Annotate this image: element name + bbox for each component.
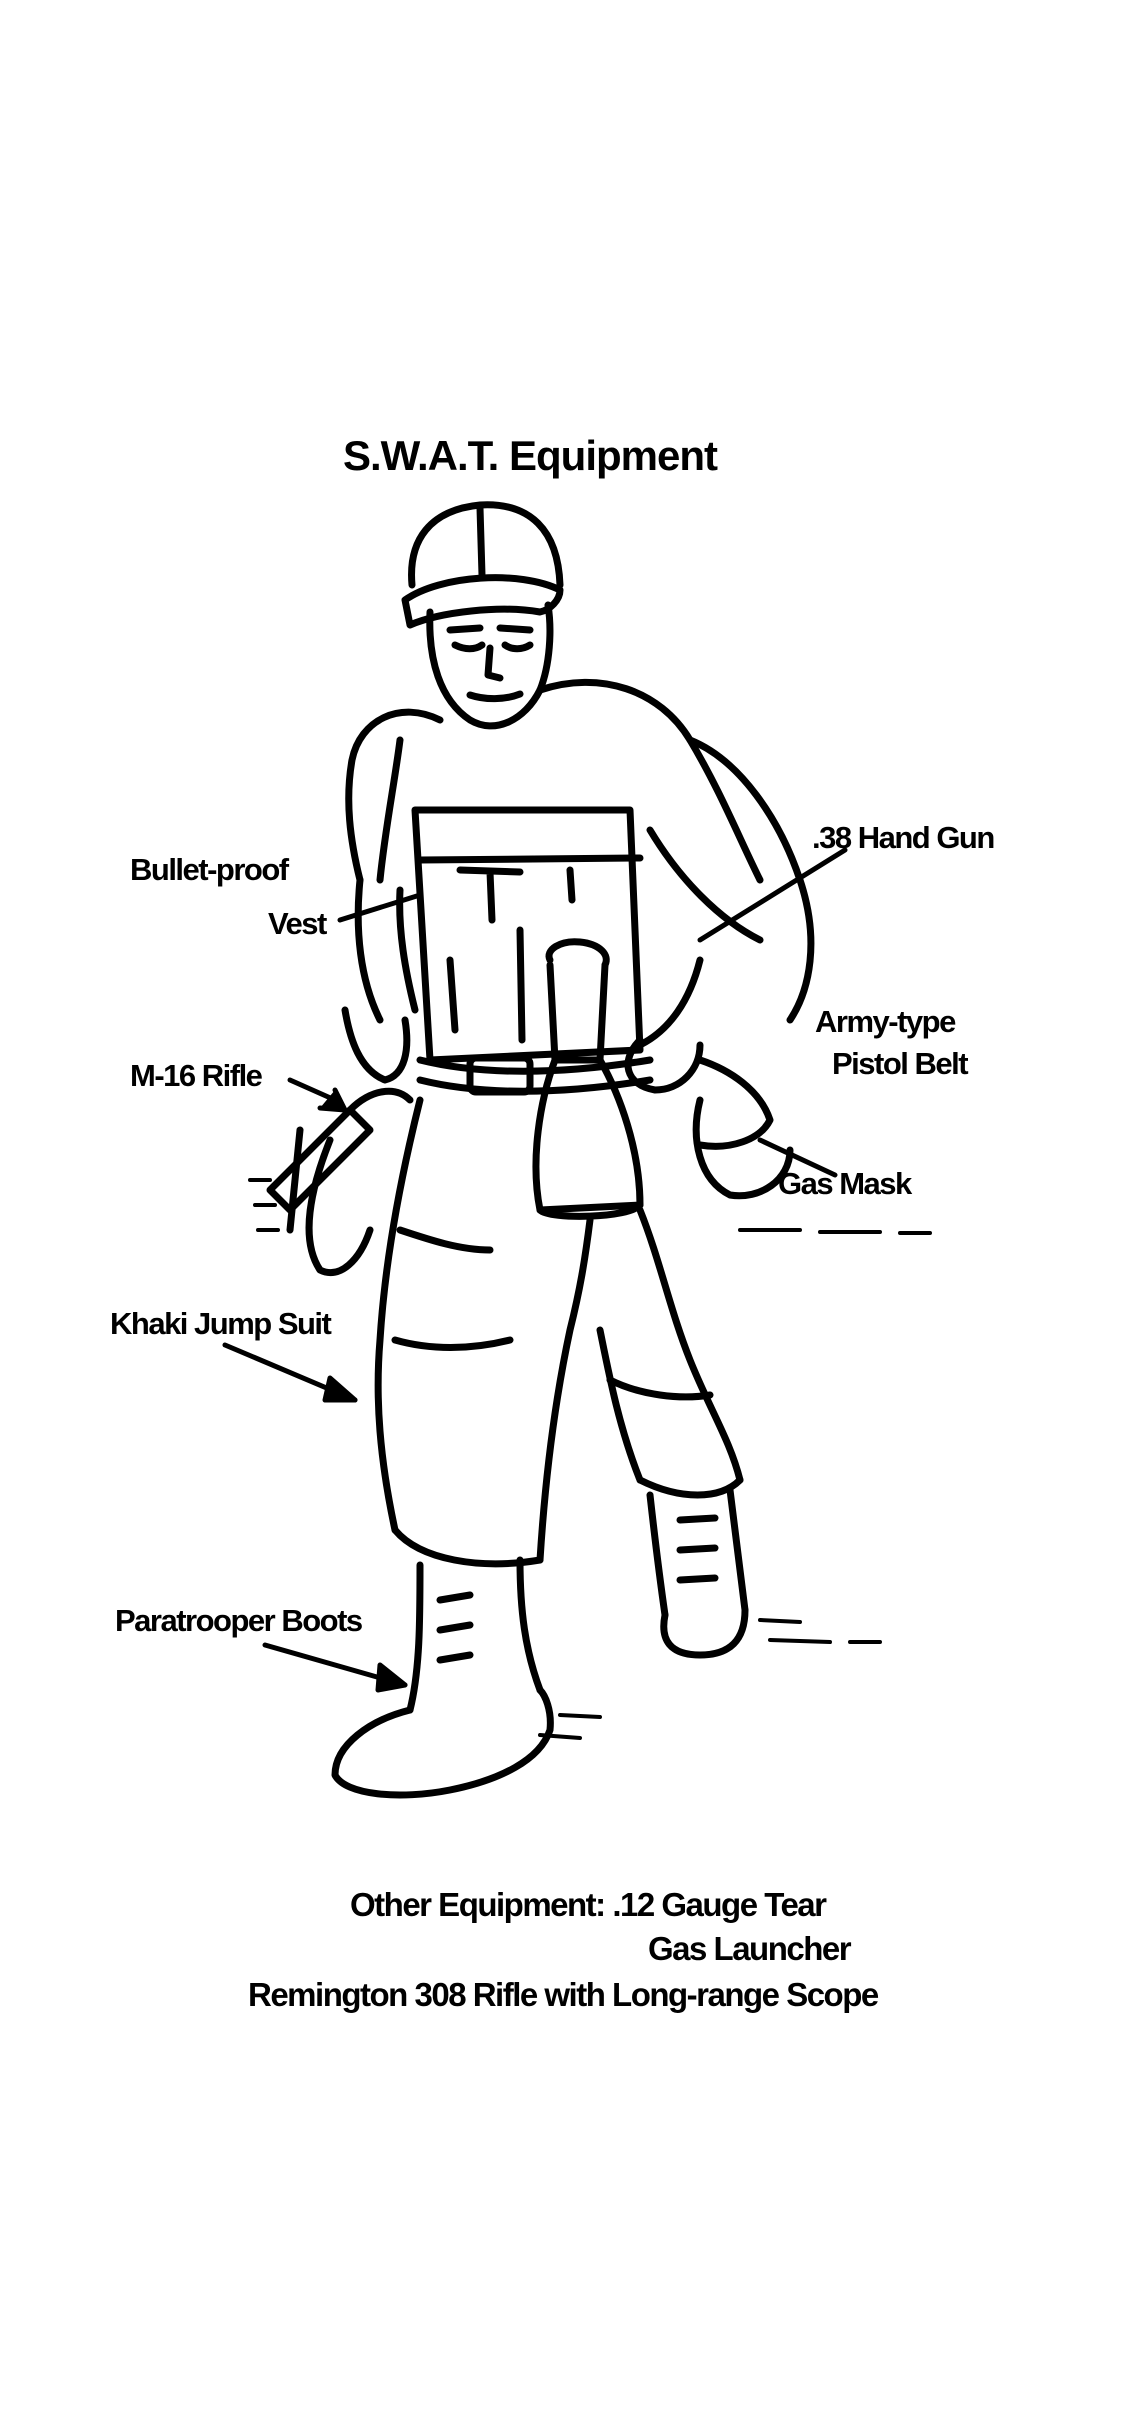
vest-arrow: [340, 895, 420, 920]
megaphone: [536, 942, 640, 1217]
label-khaki-jump-suit: Khaki Jump Suit: [110, 1306, 330, 1342]
left-boot: [335, 1560, 550, 1795]
jump-suit-pants: [378, 1100, 740, 1564]
label-vest: Vest: [268, 906, 326, 942]
cap: [405, 505, 560, 625]
m16-arrow: [290, 1080, 335, 1100]
handgun-arrow: [700, 850, 845, 940]
label-pistol-belt-line2: Pistol Belt: [832, 1046, 967, 1082]
label-paratrooper-boots: Paratrooper Boots: [115, 1603, 362, 1639]
label-bulletproof: Bullet-proof: [130, 852, 288, 888]
label-m16-rifle: M-16 Rifle: [130, 1058, 261, 1094]
right-boot: [650, 1490, 745, 1655]
label-handgun: .38 Hand Gun: [812, 820, 994, 856]
other-equipment-line3: Remington 308 Rifle with Long-range Scop…: [248, 1976, 878, 2014]
label-pistol-belt-line1: Army-type: [815, 1004, 955, 1040]
pistol-belt: [420, 1058, 770, 1146]
other-equipment-line1: Other Equipment: .12 Gauge Tear: [350, 1886, 826, 1924]
face: [430, 605, 550, 726]
other-equipment-line2: Gas Launcher: [648, 1930, 850, 1968]
label-gas-mask: Gas Mask: [778, 1166, 911, 1202]
